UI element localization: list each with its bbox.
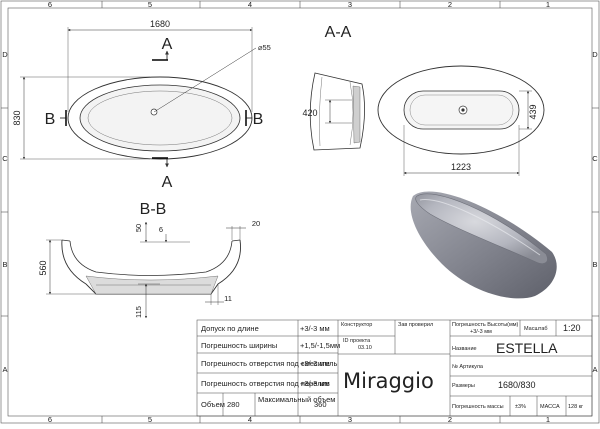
article-label: № Артикула bbox=[452, 364, 484, 370]
size-label: Размеры bbox=[452, 383, 475, 389]
dim-bb-base-label: 115 bbox=[134, 306, 143, 318]
row-label: A bbox=[592, 365, 597, 374]
drain-dim-label: ⌀55 bbox=[258, 43, 271, 52]
dim-aa-inner-length-label: 1223 bbox=[451, 162, 471, 172]
mass-tol-label: Погрешность массы bbox=[452, 404, 504, 410]
section-a-top-label: A bbox=[162, 36, 173, 53]
volume-label: Объем bbox=[201, 400, 225, 409]
tub-3d-render bbox=[410, 191, 557, 299]
designer-label: Конструктор bbox=[341, 322, 372, 328]
col-label: 4 bbox=[248, 0, 252, 9]
tol-width-label: Погрешность ширины bbox=[201, 341, 277, 350]
row-label: C bbox=[2, 154, 8, 163]
section-aa: A-A 420 439 1223 bbox=[302, 24, 545, 176]
tub-inner-rim bbox=[79, 84, 241, 152]
row-label: D bbox=[2, 50, 8, 59]
size-value: 1680/830 bbox=[498, 380, 536, 390]
max-volume-value: 360 bbox=[314, 400, 327, 409]
tol-mixer-value: +3/-3 мм bbox=[300, 359, 330, 368]
render-bowl bbox=[415, 193, 548, 264]
side-profile bbox=[309, 72, 365, 151]
tol-overflow-label: Погрешность отверстия под перелив bbox=[201, 379, 330, 388]
row-label: B bbox=[592, 260, 597, 269]
col-label: 4 bbox=[248, 415, 252, 424]
row-label: B bbox=[2, 260, 7, 269]
col-label: 6 bbox=[48, 0, 52, 9]
frame-col-labels-bottom: 6 5 4 3 2 1 bbox=[48, 415, 550, 424]
title-block bbox=[196, 319, 593, 417]
project-id-label: ID проекта bbox=[343, 338, 371, 344]
mass-value: 128 кг bbox=[568, 404, 583, 410]
section-bb: B-B 560 50 6 20 115 11 bbox=[38, 201, 260, 319]
top-view: ⌀55 1680 830 A A B B bbox=[12, 19, 271, 191]
tub-basin bbox=[87, 90, 233, 146]
title-block-text: Допуск по длине +3/-3 мм Погрешность шир… bbox=[201, 322, 583, 410]
max-volume-label: Максимальный объем bbox=[258, 395, 335, 404]
tol-width-value: +1,5/-1,5мм bbox=[300, 341, 340, 350]
row-label: C bbox=[592, 154, 598, 163]
row-label: D bbox=[592, 50, 598, 59]
col-label: 2 bbox=[448, 0, 452, 9]
dim-length-label: 1680 bbox=[150, 19, 170, 29]
dim-bb-rim-label: 6 bbox=[159, 225, 163, 234]
col-label: 2 bbox=[448, 415, 452, 424]
col-label: 6 bbox=[48, 415, 52, 424]
tol-mixer-label: Погрешность отверстия под смеситель bbox=[201, 359, 338, 368]
frame-row-labels-left: D C B A bbox=[2, 50, 8, 374]
section-bb-inner-wall bbox=[69, 240, 233, 276]
dim-bb-rim-width-label: 20 bbox=[252, 219, 260, 228]
dim-bb-base-offset-label: 11 bbox=[224, 294, 232, 303]
project-id-value: 03.10 bbox=[358, 345, 372, 351]
checker-label: Зав проверил bbox=[398, 322, 433, 328]
col-label: 3 bbox=[348, 415, 352, 424]
dim-aa-inner-width-label: 439 bbox=[528, 104, 538, 119]
frame-col-labels-top: 6 5 4 3 2 1 bbox=[48, 0, 550, 9]
dim-width-label: 830 bbox=[12, 110, 22, 125]
dim-bb-height-label: 560 bbox=[38, 260, 48, 275]
tol-length-value: +3/-3 мм bbox=[300, 324, 330, 333]
section-aa-title: A-A bbox=[325, 24, 352, 41]
section-bb-title: B-B bbox=[140, 201, 167, 218]
section-b-left-label: B bbox=[45, 111, 56, 128]
brand-logo: Miraggio bbox=[343, 369, 434, 393]
name-value: ESTELLA bbox=[496, 340, 558, 356]
frame-row-labels-right: D C B A bbox=[592, 50, 598, 374]
col-label: 5 bbox=[148, 415, 152, 424]
section-a-bottom-label: A bbox=[162, 174, 173, 191]
col-label: 3 bbox=[348, 0, 352, 9]
side-profile-hatch bbox=[352, 85, 361, 144]
mass-tol-value: ±3% bbox=[515, 404, 526, 410]
col-label: 1 bbox=[546, 0, 550, 9]
drain-leader bbox=[153, 47, 257, 113]
section-b-right-label: B bbox=[253, 111, 264, 128]
dim-aa-height-label: 420 bbox=[302, 108, 317, 118]
dim-bb-rim-top-label: 50 bbox=[134, 224, 143, 232]
scale-value: 1:20 bbox=[563, 323, 581, 333]
col-label: 5 bbox=[148, 0, 152, 9]
col-label: 1 bbox=[546, 415, 550, 424]
name-label: Название bbox=[452, 346, 477, 352]
row-label: A bbox=[2, 365, 7, 374]
tol-length-label: Допуск по длине bbox=[201, 324, 259, 333]
volume-value: 280 bbox=[227, 400, 240, 409]
tol-overflow-value: +3/-3 мм bbox=[300, 379, 330, 388]
scale-label: Масштаб bbox=[524, 326, 548, 332]
height-tol-value: +3/-3 мм bbox=[470, 329, 492, 335]
mass-label: МАССА bbox=[540, 404, 560, 410]
height-tol-label: Погрешность Высоты(мм) bbox=[452, 322, 519, 328]
